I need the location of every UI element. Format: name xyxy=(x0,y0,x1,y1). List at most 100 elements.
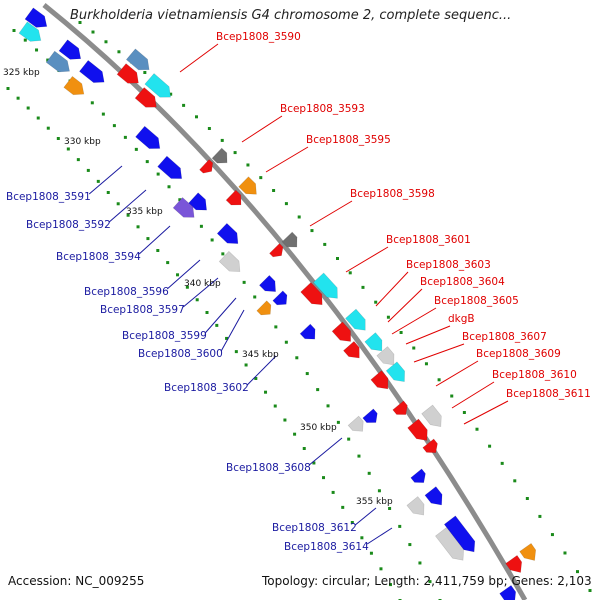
tick-mark xyxy=(428,580,432,584)
tick-mark xyxy=(233,151,237,155)
tick-mark xyxy=(374,300,378,304)
gene-arrow xyxy=(63,75,85,96)
tick-mark xyxy=(220,138,224,142)
gene-label-reverse: Bcep1808_3608 xyxy=(226,462,311,474)
tick-mark xyxy=(145,160,149,164)
gene-arrow xyxy=(24,7,48,28)
tick-mark xyxy=(116,202,120,206)
tick-mark xyxy=(169,92,173,96)
gene-arrow xyxy=(157,155,183,179)
gene-arrow xyxy=(269,243,284,258)
tick-mark xyxy=(312,461,316,465)
tick-marks xyxy=(6,21,592,600)
gene-feature xyxy=(505,555,523,573)
gene-feature xyxy=(406,496,425,516)
gene-label-reverse: Bcep1808_3591 xyxy=(6,191,91,203)
tick-mark xyxy=(462,411,466,414)
gene-arrow xyxy=(343,340,360,359)
gene-arrow xyxy=(238,176,257,195)
gene-feature xyxy=(300,282,323,306)
tick-mark xyxy=(377,489,381,493)
gene-feature xyxy=(79,60,105,83)
gene-label-reverse: Bcep1808_3594 xyxy=(56,251,141,263)
tick-mark xyxy=(244,363,248,367)
tick-mark xyxy=(91,30,95,34)
gene-feature xyxy=(269,243,284,258)
gene-feature xyxy=(312,272,338,299)
tick-mark xyxy=(12,29,16,32)
leader-line xyxy=(88,165,123,195)
tick-mark xyxy=(437,378,441,382)
gene-arrow xyxy=(125,48,150,71)
gene-feature xyxy=(125,48,150,71)
tick-mark xyxy=(341,505,345,509)
gene-arrow xyxy=(385,361,405,383)
gene-label-reverse: Bcep1808_3596 xyxy=(84,286,169,298)
gene-arrow xyxy=(421,404,442,427)
gene-features xyxy=(18,7,537,600)
gene-feature xyxy=(211,147,228,164)
gene-arrow xyxy=(406,496,425,516)
leader-line xyxy=(375,271,409,307)
tick-mark xyxy=(76,158,80,162)
tick-mark xyxy=(221,252,225,256)
tick-mark xyxy=(418,561,422,565)
gene-arrow xyxy=(58,39,82,60)
gene-arrow xyxy=(211,147,228,164)
tick-mark xyxy=(143,71,147,74)
gene-arrow xyxy=(79,60,105,83)
gene-feature xyxy=(435,527,464,561)
gene-arrow xyxy=(443,515,476,553)
tick-mark xyxy=(176,273,180,277)
leader-line xyxy=(391,307,437,335)
tick-mark xyxy=(101,112,105,116)
gene-feature xyxy=(392,400,408,415)
gene-arrow xyxy=(258,274,276,293)
tick-mark xyxy=(360,536,364,540)
tick-mark xyxy=(408,543,412,547)
gene-feature xyxy=(188,192,207,211)
label-leader-lines xyxy=(88,43,509,545)
gene-arrow xyxy=(347,415,364,432)
gene-arrow xyxy=(312,272,338,299)
tick-mark xyxy=(215,323,219,327)
gene-label-forward: Bcep1808_3590 xyxy=(216,31,301,43)
accession-text: Accession: NC_009255 xyxy=(8,574,145,588)
gene-feature xyxy=(345,308,366,331)
gene-arrow xyxy=(410,468,426,483)
gene-arrow xyxy=(199,159,214,174)
tick-mark xyxy=(323,242,327,246)
leader-line xyxy=(246,355,277,386)
leader-line xyxy=(463,400,509,425)
tick-mark xyxy=(264,390,268,394)
gene-label-reverse: Bcep1808_3597 xyxy=(100,304,185,316)
gene-arrow xyxy=(134,87,157,108)
gene-arrow xyxy=(331,321,351,342)
gene-feature xyxy=(499,585,517,600)
gene-feature xyxy=(216,222,239,244)
gene-feature xyxy=(347,415,364,432)
tick-mark xyxy=(305,372,309,376)
tick-mark xyxy=(246,163,250,167)
topology-text: Topology: circular; Length: 2,411,759 bp… xyxy=(262,574,592,588)
leader-line xyxy=(366,527,393,545)
tick-mark xyxy=(295,356,299,360)
tick-mark xyxy=(399,331,403,334)
tick-mark xyxy=(361,285,365,289)
tick-mark xyxy=(588,589,592,592)
gene-feature xyxy=(144,73,171,98)
leader-line xyxy=(309,200,353,227)
tick-mark xyxy=(46,126,50,130)
gene-feature xyxy=(299,323,316,340)
gene-label-forward: Bcep1808_3595 xyxy=(306,134,391,146)
gene-feature xyxy=(256,300,272,316)
gene-label-forward: Bcep1808_3598 xyxy=(350,188,435,200)
tick-mark xyxy=(513,479,517,483)
gene-feature xyxy=(407,418,428,441)
tick-mark xyxy=(167,185,171,189)
gene-feature xyxy=(343,340,360,359)
gene-arrow xyxy=(188,192,207,211)
leader-line xyxy=(387,288,423,323)
tick-mark xyxy=(210,238,214,242)
